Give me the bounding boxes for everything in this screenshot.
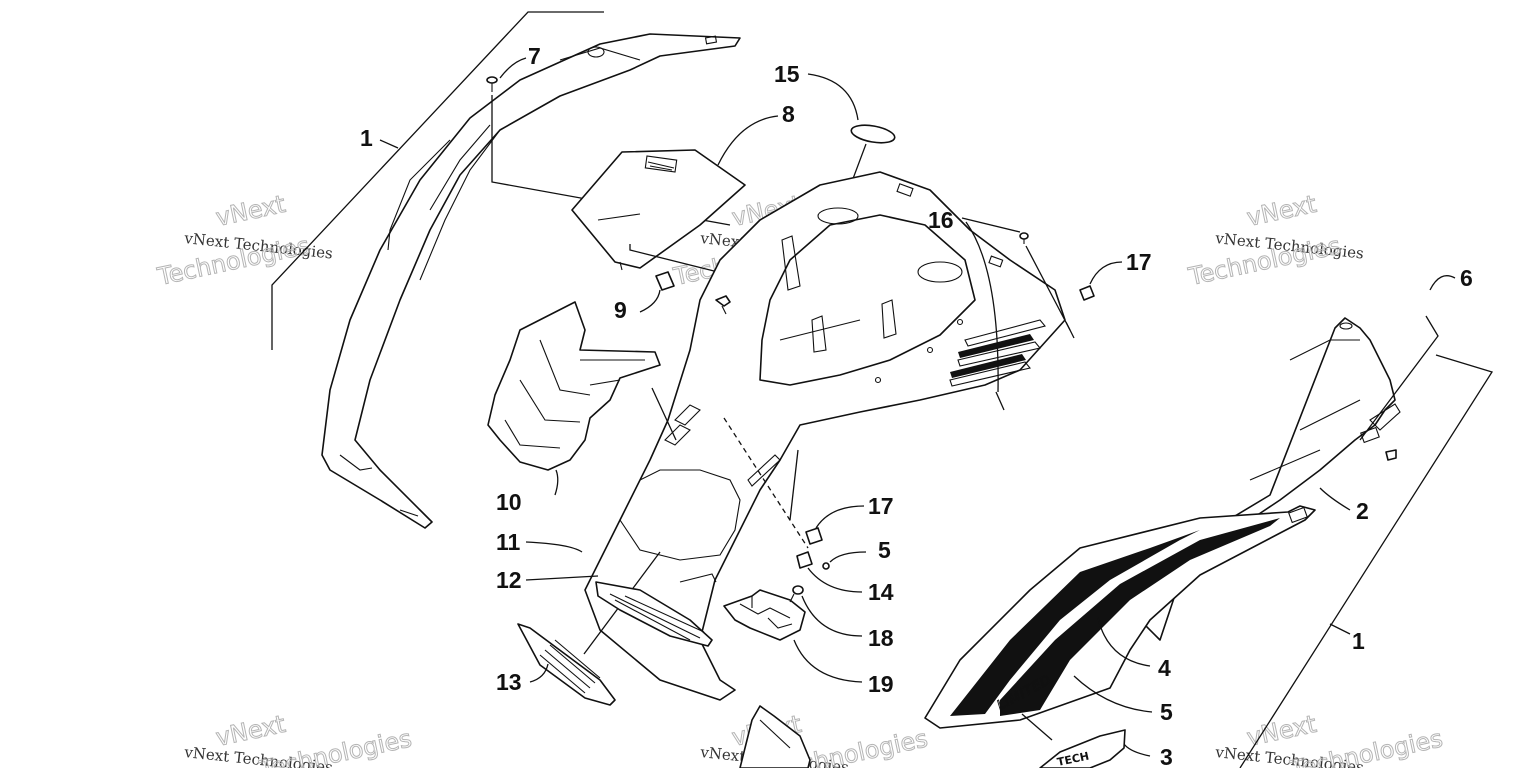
watermark-bottom-right: vNext vNext Technologies Technologies	[1214, 709, 1446, 768]
tech-badge-text: TECH	[1056, 750, 1090, 768]
watermark-outline-top: vNext	[213, 710, 287, 752]
part-7-fastener	[486, 76, 498, 92]
watermark-top-right: vNext vNext Technologies Technologies	[1185, 189, 1365, 291]
leader-3-b	[1021, 713, 1053, 741]
leader-15	[807, 73, 859, 121]
part-3-badge: TECH	[1039, 729, 1126, 768]
leader-2	[1319, 487, 1351, 511]
leader-13	[529, 663, 549, 683]
leader-18	[801, 595, 863, 637]
part-9-clip	[655, 271, 675, 291]
callout-19: 19	[868, 671, 894, 697]
callout-18: 18	[868, 625, 894, 651]
watermark-outline-top: vNext	[1244, 710, 1318, 752]
part-17-speed-nut-top	[1079, 285, 1095, 301]
callout-15: 15	[774, 61, 800, 87]
leader-11	[525, 541, 583, 553]
callout-2: 2	[1356, 498, 1369, 524]
leader-10	[554, 469, 559, 496]
watermark-top-left: vNext vNext Technologies Technologies	[154, 189, 334, 291]
part-clip-right	[1385, 449, 1397, 461]
leader-4	[1097, 617, 1151, 667]
leader-5-mid	[829, 551, 867, 563]
leader-17-mid	[815, 505, 865, 529]
leader-7-callout	[499, 57, 527, 79]
part-13-grille	[517, 623, 616, 706]
callout-14: 14	[868, 579, 894, 605]
callout-11: 11	[496, 529, 521, 555]
callout-6: 6	[1460, 265, 1473, 291]
leader-5-right	[1073, 675, 1153, 713]
leader-14	[807, 567, 863, 593]
part-19-bracket	[723, 589, 806, 641]
leader-16	[961, 217, 1021, 233]
leader-dash-stub	[651, 387, 677, 441]
part-5-screw-mid	[822, 562, 830, 570]
callout-3: 3	[1160, 744, 1173, 768]
callout-1-right: 1	[1352, 628, 1365, 654]
watermark-outline-top: vNext	[213, 190, 287, 232]
leader-16-b	[1025, 245, 1071, 331]
part-1-left-side-panel	[321, 33, 741, 529]
leader-9	[629, 244, 731, 276]
leader-3	[1123, 743, 1151, 757]
leader-6	[1429, 275, 1456, 291]
part-8-inner-panel	[571, 149, 746, 271]
callout-labels: 1 7 15 8 16 17 6 9 10 17 2 11 5 12 14 1 …	[360, 43, 1473, 768]
part-14-clip	[796, 551, 813, 569]
callout-1-left: 1	[360, 125, 373, 151]
dashed-alignment-line	[723, 417, 809, 549]
part-15-grommet	[850, 124, 896, 144]
callout-5-mid: 5	[878, 537, 891, 563]
leader-8	[717, 115, 779, 166]
part-17-speed-nut-mid	[805, 527, 823, 545]
part-11-nose-body	[584, 171, 1066, 701]
leader-6-bracket	[1359, 315, 1439, 441]
leader-vertical-stub	[789, 449, 799, 521]
leader-16-ticks	[995, 321, 1075, 411]
callout-13: 13	[496, 669, 522, 695]
callout-16: 16	[928, 207, 954, 233]
part-12-lower-mesh	[595, 581, 713, 647]
part-bottom-partial	[739, 705, 811, 768]
callout-12: 12	[496, 567, 522, 593]
watermark-outline-top: vNext	[1244, 190, 1318, 232]
leader-19	[793, 639, 863, 683]
leader-9-callout	[639, 289, 661, 313]
callout-4: 4	[1158, 655, 1171, 681]
part-6-push-rivet	[715, 295, 731, 315]
part-2-right-side-panel: LIMITED	[924, 317, 1401, 729]
callout-10: 10	[496, 489, 522, 515]
callout-17-top: 17	[1126, 249, 1152, 275]
leader-1-left	[271, 11, 604, 350]
leader-17-top	[1089, 261, 1123, 285]
callout-7: 7	[528, 43, 541, 69]
leader-1-right-tick	[1329, 623, 1351, 635]
callout-5-right: 5	[1160, 699, 1173, 725]
part-16-fastener	[1019, 232, 1029, 244]
part-10-air-duct	[487, 301, 661, 471]
leader-12	[525, 575, 599, 581]
callout-17-mid: 17	[868, 493, 894, 519]
watermark-bottom-left: vNext vNext Technologies Technologies	[183, 709, 415, 768]
callout-8: 8	[782, 101, 795, 127]
part-18-screw	[789, 585, 804, 603]
leader-1-left-tick	[379, 139, 399, 149]
leader-1-right	[1239, 354, 1494, 768]
leader-16-a	[965, 221, 999, 393]
callout-9: 9	[614, 297, 627, 323]
watermark-bottom-center: vNext vNext Technologies Technologies	[699, 709, 931, 768]
